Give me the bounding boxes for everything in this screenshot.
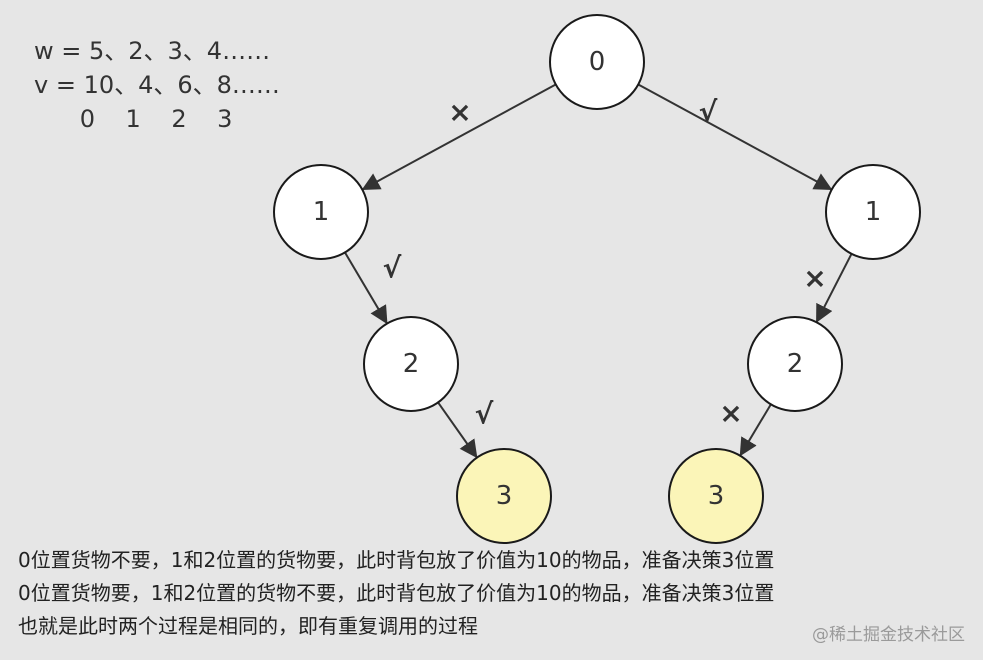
decision-mark-root-r1: √ [699,96,718,129]
node-label: 2 [403,349,420,379]
node-circle [825,164,921,260]
tree-node-l3: 3 [456,448,552,544]
node-circle [363,316,459,412]
edge-l2-l3 [437,401,478,459]
decision-mark-r2-r3: × [719,397,742,430]
node-circle [549,14,645,110]
node-label: 3 [496,481,513,511]
indices-line: 0 1 2 3 [34,105,233,133]
tree-node-l2: 2 [363,316,459,412]
tree-node-root: 0 [549,14,645,110]
tree-node-l1: 1 [273,164,369,260]
node-label: 1 [865,197,882,227]
tree-node-r3: 3 [668,448,764,544]
decision-mark-root-l1: × [448,96,471,129]
note-line-1: 0位置货物不要，1和2位置的货物要，此时背包放了价值为10的物品，准备决策3位置 [18,548,775,572]
values-line: v = 10、4、6、8…… [34,71,280,99]
node-circle [273,164,369,260]
node-circle [668,448,764,544]
weights-line: w = 5、2、3、4…… [34,37,271,65]
edge-root-l1 [361,83,557,190]
edge-l1-l2 [344,251,388,325]
tree-node-r2: 2 [747,316,843,412]
watermark: @稀土掘金技术社区 [812,625,965,645]
note-line-2: 0位置货物要，1和2位置的货物不要，此时背包放了价值为10的物品，准备决策3位置 [18,581,775,605]
decision-mark-r1-r2: × [803,262,826,295]
node-circle [456,448,552,544]
node-label: 1 [313,197,330,227]
tree-node-r1: 1 [825,164,921,260]
decision-mark-l1-l2: √ [383,252,402,285]
edge-r1-r2 [816,253,853,323]
decision-mark-l2-l3: √ [475,398,494,431]
explanation-notes: 0位置货物不要，1和2位置的货物要，此时背包放了价值为10的物品，准备决策3位置… [18,544,774,643]
node-label: 2 [787,349,804,379]
legend: w = 5、2、3、4…… v = 10、4、6、8…… 0 1 2 3 [34,34,280,136]
node-label: 3 [708,481,725,511]
node-label: 0 [589,47,606,77]
note-line-3: 也就是此时两个过程是相同的，即有重复调用的过程 [18,614,478,638]
edge-r2-r3 [739,403,772,457]
edge-root-r1 [637,83,833,190]
node-circle [747,316,843,412]
